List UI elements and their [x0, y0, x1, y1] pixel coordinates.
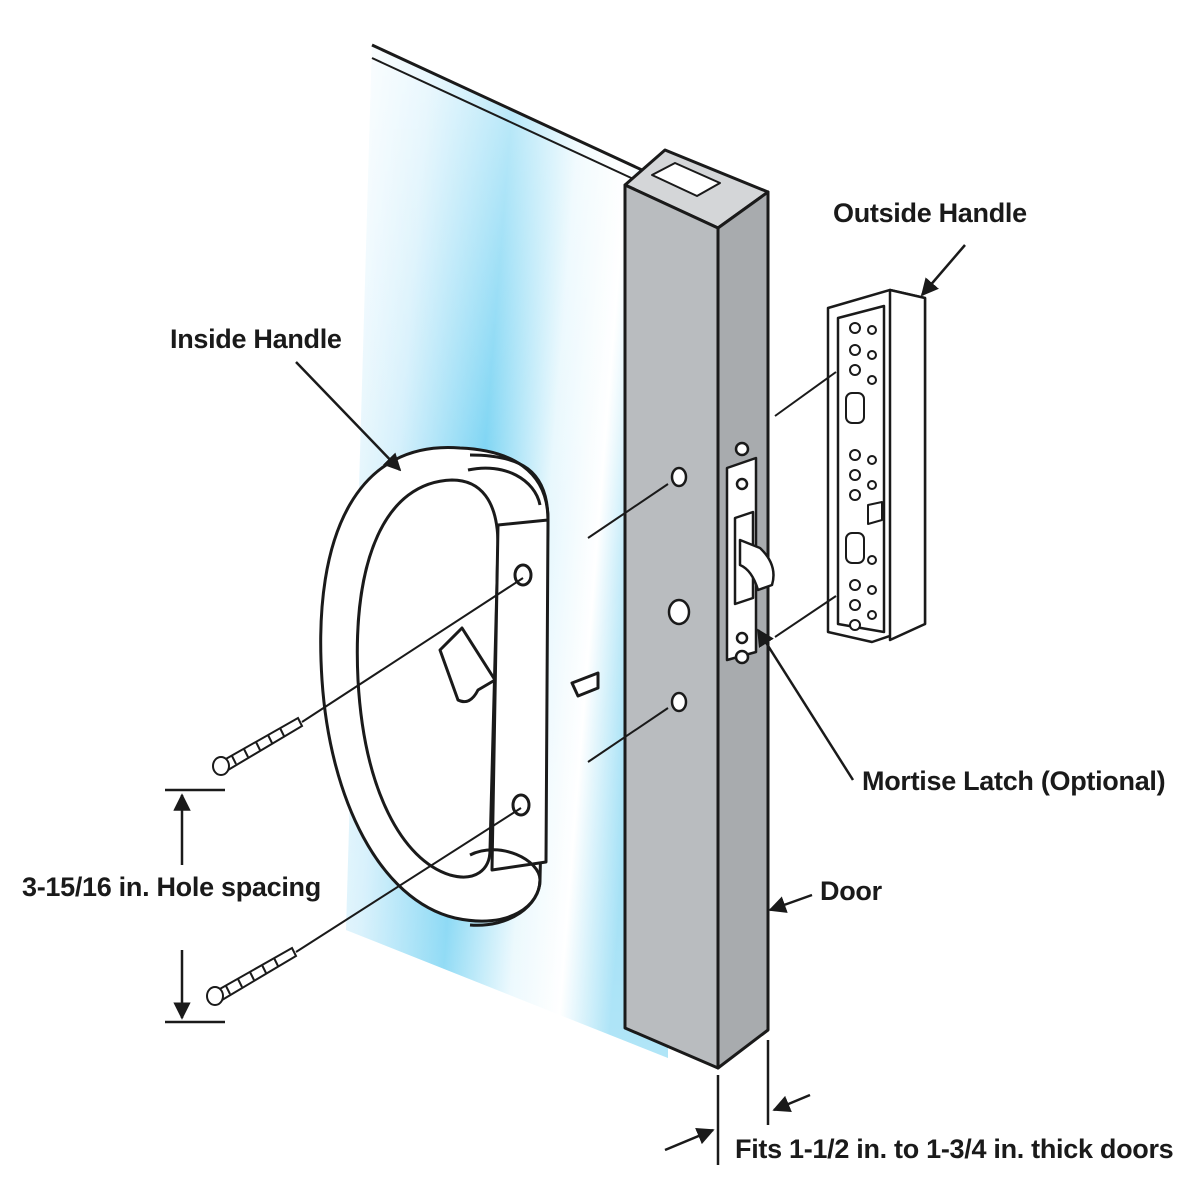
- label-mortise-latch: Mortise Latch (Optional): [862, 766, 1165, 796]
- screw-bottom-icon: [206, 946, 298, 1006]
- callout-arrows: [165, 244, 966, 1165]
- latch-screw-lower-icon: [735, 631, 749, 645]
- label-inside-handle: Inside Handle: [170, 324, 342, 354]
- latch-hook-icon: [738, 538, 775, 592]
- label-thickness: Fits 1-1/2 in. to 1-3/4 in. thick doors: [735, 1134, 1173, 1164]
- screw-top-icon: [212, 716, 304, 776]
- screws: [206, 716, 304, 1006]
- arrow-mortise-latch: [756, 628, 855, 781]
- outside-handle-bosses: [845, 322, 877, 631]
- arrow-door: [768, 893, 813, 913]
- inside-handle: [319, 446, 600, 927]
- latch-screw-upper-icon: [735, 477, 749, 491]
- latch-screw-top-icon: [734, 441, 750, 457]
- mortise-latch: [725, 441, 775, 665]
- latch-screw-bottom-icon: [734, 649, 750, 665]
- outside-handle: [826, 288, 927, 644]
- arrow-thickness-left: [664, 1127, 715, 1152]
- alignment-lines: [295, 371, 837, 953]
- arrow-outside-handle: [920, 244, 966, 297]
- door-screw-holes: [667, 466, 691, 713]
- label-door: Door: [820, 876, 883, 906]
- door-frame: [623, 148, 770, 1070]
- label-hole-spacing: 3-15/16 in. Hole spacing: [22, 872, 321, 902]
- arrow-thickness-right: [772, 1093, 811, 1113]
- door-hole-top: [670, 466, 688, 488]
- label-outside-handle: Outside Handle: [833, 198, 1027, 228]
- arrow-inside-handle: [295, 361, 402, 472]
- door-hole-bottom: [670, 691, 688, 713]
- door-hole-middle: [667, 598, 691, 626]
- inside-handle-lever-icon: [438, 626, 497, 704]
